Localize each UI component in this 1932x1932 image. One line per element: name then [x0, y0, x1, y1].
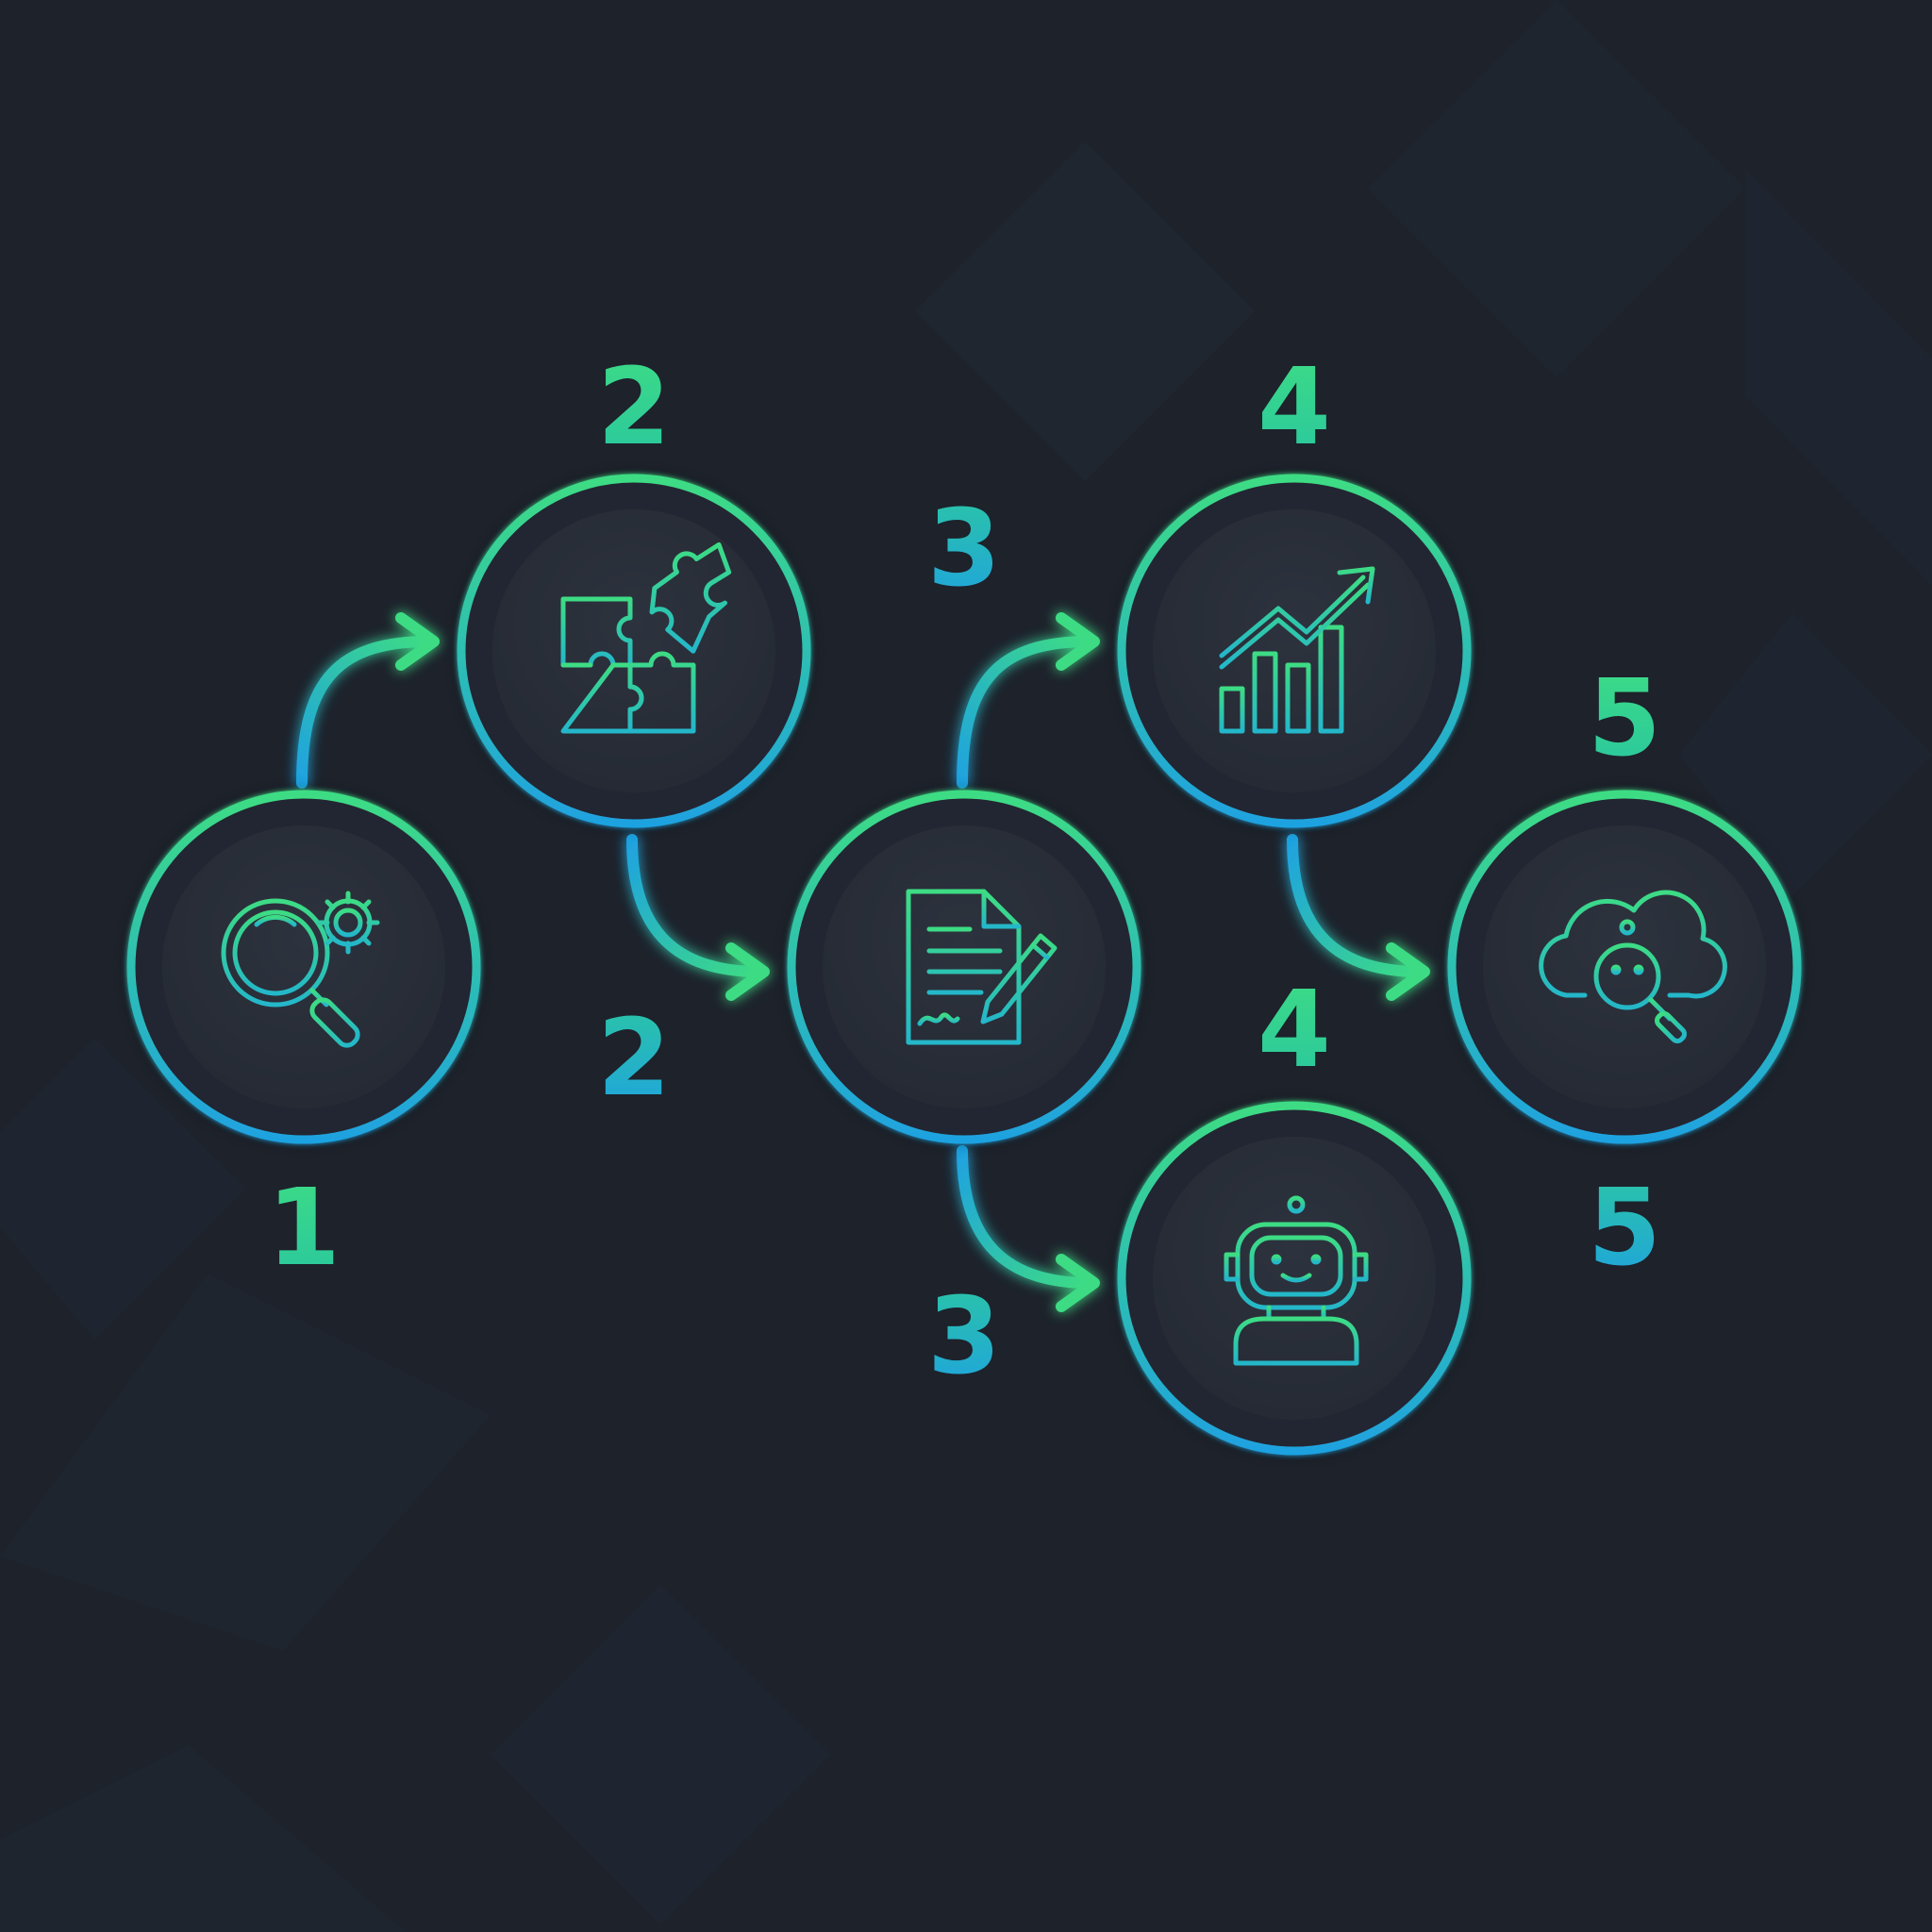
step-number-4-bottom: 4 [1257, 969, 1331, 1091]
arrow-3-to-4-top [957, 636, 1095, 789]
step-number-2-bottom: 2 [597, 997, 671, 1120]
document-pen-icon [906, 889, 1058, 1045]
step-number-1: 1 [267, 1167, 341, 1290]
arrow-3-to-4-bottom [957, 1145, 1095, 1289]
arrowhead-3-to-4-top [1056, 612, 1100, 671]
node-4-top [1117, 474, 1472, 828]
step-number-3-top: 3 [927, 488, 1001, 610]
magnifier-gear-icon [221, 891, 380, 1048]
growth-chart-icon [1209, 566, 1380, 734]
connectors [296, 612, 1430, 1312]
step-number-3-bottom: 3 [927, 1275, 1001, 1398]
step-number-5-top: 5 [1588, 658, 1661, 780]
step-number-5-bottom: 5 [1588, 1167, 1661, 1290]
arrowhead-1-to-2 [395, 612, 440, 671]
arrow-4-to-5 [1287, 834, 1425, 977]
arrowhead-4-to-5 [1386, 942, 1430, 1001]
cloud-robot-search-icon [1539, 890, 1727, 1043]
node-4-bottom [1117, 1101, 1472, 1456]
robot-icon [1224, 1195, 1369, 1366]
arrow-2-to-3 [626, 834, 765, 977]
node-2 [457, 474, 811, 828]
node-3 [787, 790, 1141, 1144]
puzzle-icon [560, 541, 732, 734]
step-number-2-top: 2 [597, 346, 671, 469]
node-5 [1447, 790, 1802, 1144]
arrow-1-to-2 [296, 636, 435, 789]
step-numbers: 1 2 2 3 3 4 4 5 5 [267, 346, 1661, 1398]
node-1 [126, 790, 481, 1144]
step-number-4-top: 4 [1257, 346, 1331, 469]
arrowhead-2-to-3 [725, 942, 770, 1001]
arrowhead-3-to-4-bottom [1056, 1254, 1100, 1312]
